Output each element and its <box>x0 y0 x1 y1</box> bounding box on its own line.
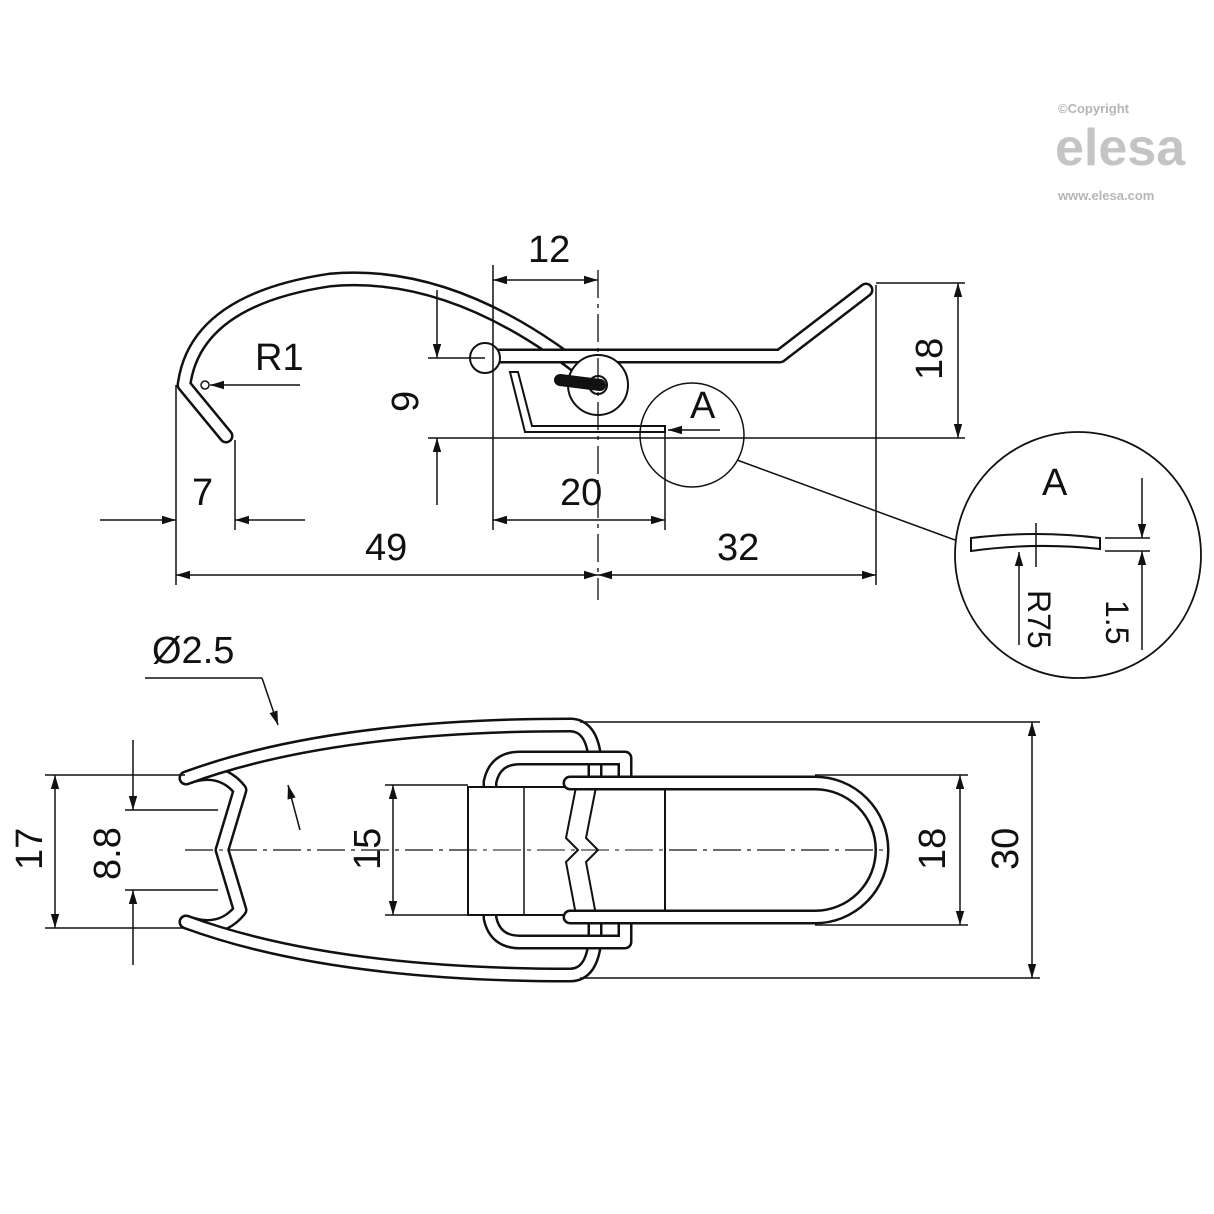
elesa-watermark-logo: ©Copyright elesa www.elesa.com <box>1055 101 1186 203</box>
detail-a-ref: A <box>690 385 716 427</box>
dim-20: 20 <box>560 472 602 514</box>
dim-wire-diameter: Ø2.5 <box>152 630 234 672</box>
dim-49: 49 <box>365 527 407 569</box>
dim-30: 30 <box>985 828 1027 870</box>
top-view-dimensions: Ø2.5 17 8.8 15 18 30 <box>9 630 1040 979</box>
dim-r1: R1 <box>255 337 304 379</box>
detail-a-callout-circle <box>639 382 745 488</box>
dim-1-5: 1.5 <box>1099 600 1135 644</box>
side-view-dimensions: 12 R1 9 7 20 49 32 18 A <box>100 229 965 600</box>
top-view-latch <box>178 717 890 983</box>
side-view-latch <box>176 271 874 444</box>
detail-a-title: A <box>1042 462 1068 504</box>
dim-32: 32 <box>717 527 759 569</box>
dim-r75: R75 <box>1021 590 1057 649</box>
dim-7: 7 <box>192 472 213 514</box>
dim-9: 9 <box>385 391 427 412</box>
dim-15: 15 <box>347 828 389 870</box>
brand-logo: elesa <box>1055 119 1186 177</box>
dim-8-8: 8.8 <box>87 827 129 880</box>
copyright-text: ©Copyright <box>1058 101 1130 116</box>
dim-17: 17 <box>9 828 51 870</box>
dim-18-height: 18 <box>909 338 951 380</box>
dim-12: 12 <box>528 229 570 271</box>
dim-18-loop: 18 <box>912 828 954 870</box>
brand-url: www.elesa.com <box>1057 188 1154 203</box>
detail-a-view: A R75 1.5 <box>954 431 1202 679</box>
